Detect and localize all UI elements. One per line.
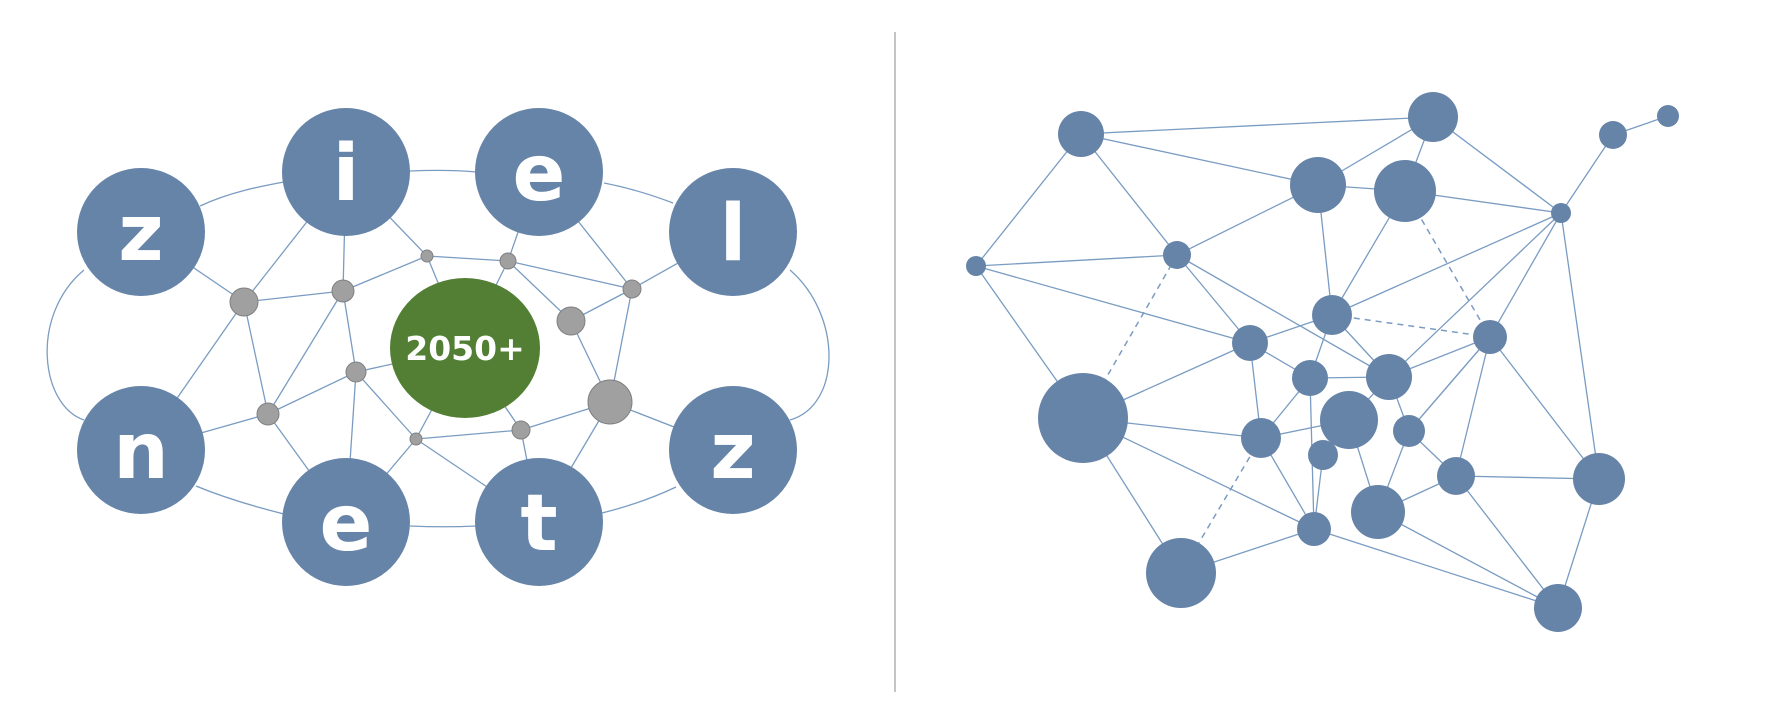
letter-label: l: [720, 189, 747, 279]
junction-node: [622, 279, 642, 299]
network-edge: [975, 254, 1178, 267]
network-node: [1320, 391, 1378, 449]
network-node: [1551, 203, 1571, 223]
dashed-edge: [1180, 437, 1262, 574]
network-node: [1657, 105, 1679, 127]
network-node: [1599, 121, 1627, 149]
network-edge: [1408, 336, 1491, 432]
network-edge: [1560, 134, 1614, 214]
junction-node: [556, 306, 586, 336]
network-edge: [1455, 475, 1559, 609]
center-node: [390, 278, 540, 418]
letter-node: [77, 168, 205, 296]
junction-node: [511, 420, 531, 440]
network-edge: [507, 260, 633, 290]
network-node: [1308, 440, 1338, 470]
network-edge: [415, 429, 522, 440]
network-edge: [1455, 336, 1491, 477]
network-edge: [342, 255, 428, 292]
network-edge: [243, 290, 344, 303]
network-edge: [1560, 212, 1600, 480]
network-edge: [267, 371, 357, 415]
letter-node: [282, 108, 410, 236]
network-edge: [1176, 254, 1251, 344]
network-edge: [1489, 336, 1600, 480]
letter-label: z: [710, 407, 755, 497]
right-network-diagram: [966, 92, 1679, 632]
junction-node: [256, 402, 280, 426]
network-edge: [975, 133, 1082, 267]
network-node: [1038, 373, 1128, 463]
left-network-diagram: 2050+ z i e l n e t z: [46, 108, 830, 586]
network-node: [1292, 360, 1328, 396]
junction-node: [499, 252, 517, 270]
letter-label: n: [113, 407, 169, 497]
junction-node: [420, 249, 434, 263]
letter-label: e: [320, 479, 373, 569]
outer-ring-path: [46, 169, 830, 528]
letter-node: [475, 458, 603, 586]
network-node: [1408, 92, 1458, 142]
junction-node: [229, 287, 259, 317]
letter-node: [669, 386, 797, 514]
junction-node: [331, 279, 355, 303]
letter-node: [77, 386, 205, 514]
network-node: [1058, 111, 1104, 157]
network-edge: [1388, 212, 1562, 378]
network-node: [1290, 157, 1346, 213]
junction-node: [345, 361, 367, 383]
network-edge: [1432, 116, 1562, 214]
network-node: [1374, 160, 1436, 222]
network-node: [1393, 415, 1425, 447]
network-edge: [1080, 116, 1434, 135]
network-edge: [342, 290, 357, 373]
junction-node: [409, 432, 423, 446]
network-edge: [1377, 511, 1559, 609]
network-node: [1241, 418, 1281, 458]
network-edge: [1080, 133, 1319, 186]
center-label: 2050+: [405, 329, 525, 368]
network-node: [1163, 241, 1191, 269]
network-edge: [1331, 212, 1562, 316]
network-node: [1573, 453, 1625, 505]
network-node: [1473, 320, 1507, 354]
network-edge: [355, 371, 417, 440]
network-edge: [975, 265, 1251, 344]
network-node: [1351, 485, 1405, 539]
junction-node: [587, 379, 633, 425]
letter-label: z: [118, 189, 163, 279]
letter-node: [669, 168, 797, 296]
network-node: [1297, 512, 1331, 546]
network-edge: [267, 290, 344, 415]
network-node: [1437, 457, 1475, 495]
network-node: [1146, 538, 1216, 608]
network-node: [966, 256, 986, 276]
network-node: [1232, 325, 1268, 361]
letter-node: [475, 108, 603, 236]
network-edge: [1176, 254, 1390, 378]
network-node: [1366, 354, 1412, 400]
network-edge: [243, 301, 269, 415]
network-edge: [1489, 212, 1562, 338]
network-node: [1534, 584, 1582, 632]
dashed-edge: [1331, 314, 1491, 338]
network-edge: [1080, 133, 1178, 256]
letter-node: [282, 458, 410, 586]
network-edge: [1313, 528, 1559, 609]
network-edge: [426, 255, 509, 262]
letter-label: e: [513, 129, 566, 219]
network-node: [1312, 295, 1352, 335]
letter-label: t: [520, 479, 557, 569]
letter-label: i: [333, 129, 360, 219]
